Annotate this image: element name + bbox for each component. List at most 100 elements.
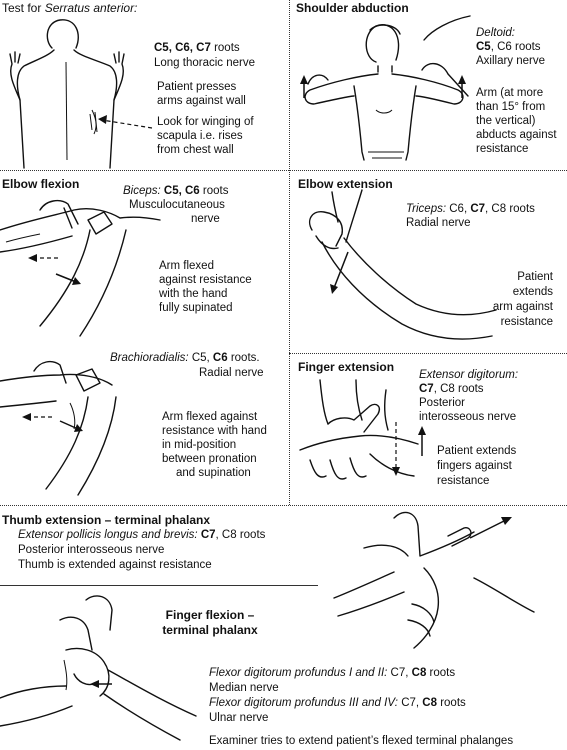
abduction-action-1: Arm (at more bbox=[476, 87, 544, 99]
fdp-median-line: Flexor digitorum profundus I and II: C7,… bbox=[209, 666, 455, 680]
biceps-dashed-arrow bbox=[28, 254, 58, 262]
abduction-action-5: resistance bbox=[476, 143, 529, 155]
serratus-back-figure bbox=[9, 19, 125, 169]
biceps-line-1: Biceps: C5, C6 roots bbox=[123, 184, 228, 198]
abduction-muscle-name: Deltoid: bbox=[476, 27, 515, 39]
triceps-arrow bbox=[330, 251, 349, 294]
divider-vertical-top bbox=[289, 0, 290, 505]
thumb-nerve: Posterior interosseous nerve bbox=[18, 544, 165, 556]
serratus-dashed-arrow bbox=[98, 115, 153, 129]
triceps-roots-a: C6, bbox=[446, 203, 471, 215]
biceps-action-4: fully supinated bbox=[159, 302, 233, 314]
biceps-action-2: against resistance bbox=[159, 274, 252, 286]
fdp-median-roots-bold: C8 bbox=[411, 667, 427, 679]
finger-flexion-title-2: terminal phalanx bbox=[162, 623, 258, 637]
extensor-digitorum-roots-rest: , C8 roots bbox=[433, 383, 484, 395]
brachioradialis-action-3: in mid-position bbox=[162, 439, 237, 451]
finger-extension-illustration bbox=[299, 379, 426, 480]
brachioradialis-roots-bold: C6 bbox=[212, 352, 228, 364]
abduction-illustration bbox=[300, 15, 471, 161]
brachioradialis-solid-arrow bbox=[59, 420, 83, 432]
biceps-roots-bold: C5, C6 bbox=[160, 185, 200, 197]
finger-extension-title: Finger extension bbox=[298, 360, 395, 374]
fdp-ulnar-nerve: Ulnar nerve bbox=[209, 712, 269, 724]
triceps-roots-b: , C8 roots bbox=[485, 203, 535, 215]
abduction-action-4: abducts against bbox=[476, 129, 557, 141]
serratus-roots-rest: roots bbox=[210, 42, 240, 54]
serratus-title-muscle: Serratus anterior: bbox=[44, 1, 138, 15]
brachioradialis-arm-figure bbox=[0, 360, 117, 496]
thumb-title: Thumb extension – terminal phalanx bbox=[2, 513, 211, 527]
finger-flexion-arrow bbox=[90, 680, 112, 688]
brachioradialis-roots-a: C5, bbox=[188, 352, 213, 364]
fdp-median-nerve: Median nerve bbox=[209, 682, 279, 694]
brachioradialis-nerve: Radial nerve bbox=[199, 367, 264, 379]
extensor-digitorum-name: Extensor digitorum: bbox=[419, 369, 519, 381]
brachioradialis-action-5: and supination bbox=[176, 467, 251, 479]
elbow-extension-title: Elbow extension bbox=[298, 177, 393, 191]
fdp-ulnar-roots-bold: C8 bbox=[422, 697, 437, 709]
brachioradialis-action-2: resistance with hand bbox=[162, 425, 267, 437]
thumb-action: Thumb is extended against resistance bbox=[18, 559, 212, 571]
fdp-ulnar-line: Flexor digitorum profundus III and IV: C… bbox=[209, 696, 466, 710]
abduction-muscle: Deltoid: bbox=[476, 26, 515, 40]
abduction-nerve: Axillary nerve bbox=[476, 55, 546, 67]
triceps-roots-bold: C7 bbox=[470, 203, 486, 215]
abduction-title: Shoulder abduction bbox=[296, 1, 409, 15]
biceps-illustration bbox=[0, 199, 161, 337]
abduction-arrows bbox=[300, 75, 466, 98]
serratus-illustration bbox=[9, 19, 153, 169]
finger-extension-arrows bbox=[392, 422, 426, 476]
serratus-title: Test for Serratus anterior: bbox=[2, 1, 137, 15]
thumb-roots-rest: , C8 roots bbox=[215, 529, 266, 541]
triceps-arm-figure bbox=[308, 189, 497, 340]
serratus-look-2: scapula i.e. rises bbox=[157, 130, 243, 142]
finger-extension-action-3: resistance bbox=[437, 475, 490, 487]
finger-flexion-illustration bbox=[0, 595, 197, 741]
abduction-patient-figure bbox=[304, 15, 471, 161]
brachioradialis-dashed-arrow bbox=[22, 413, 52, 421]
thumb-roots-bold: C7 bbox=[197, 529, 216, 541]
triceps-action-1: Patient bbox=[517, 271, 553, 283]
extensor-digitorum-roots-bold: C7 bbox=[419, 383, 434, 395]
biceps-action-3: with the hand bbox=[159, 288, 228, 300]
triceps-action-3: arm against bbox=[492, 301, 553, 313]
finger-extension-action-2: fingers against bbox=[437, 460, 512, 472]
biceps-muscle: Biceps: bbox=[123, 185, 161, 197]
brachioradialis-muscle: Brachioradialis: bbox=[110, 352, 189, 364]
elbow-flexion-title: Elbow flexion bbox=[2, 177, 80, 191]
extensor-digitorum-roots: C7, C8 roots bbox=[419, 382, 484, 396]
biceps-nerve-1: Musculocutaneous bbox=[129, 199, 225, 211]
abduction-roots-rest: , C6 roots bbox=[490, 41, 541, 53]
brachioradialis-action-4: between pronation bbox=[162, 453, 257, 465]
fdp-ulnar-roots-b: roots bbox=[437, 697, 466, 709]
thumb-illustration bbox=[333, 511, 535, 649]
finger-flexion-title-1: Finger flexion – bbox=[165, 608, 255, 622]
thumb-muscle-line: Extensor pollicis longus and brevis: C7,… bbox=[18, 528, 265, 542]
serratus-look-3: from chest wall bbox=[157, 144, 234, 156]
biceps-action-1: Arm flexed bbox=[159, 260, 214, 272]
serratus-action-2: arms against wall bbox=[157, 95, 246, 107]
serratus-nerve: Long thoracic nerve bbox=[154, 57, 256, 69]
biceps-solid-arrow bbox=[55, 273, 81, 285]
brachioradialis-action-1: Arm flexed against bbox=[162, 411, 258, 423]
serratus-action-1: Patient presses bbox=[157, 81, 237, 93]
fdp-median-muscle: Flexor digitorum profundus I and II: bbox=[209, 667, 388, 679]
triceps-action-4: resistance bbox=[500, 316, 553, 328]
serratus-roots-bold: C5, C6, C7 bbox=[154, 42, 211, 54]
extensor-digitorum-muscle: Extensor digitorum: bbox=[419, 368, 518, 382]
abduction-action-2: than 15° from bbox=[476, 101, 546, 113]
serratus-title-prefix: Test for bbox=[2, 1, 45, 15]
brachioradialis-roots-b: roots. bbox=[227, 352, 260, 364]
divider-row-3 bbox=[0, 505, 567, 506]
finger-flexion-footer: Examiner tries to extend patient’s flexe… bbox=[209, 735, 514, 747]
abduction-roots: C5, C6 roots bbox=[476, 40, 541, 54]
triceps-muscle: Triceps: bbox=[406, 203, 447, 215]
fdp-ulnar-muscle: Flexor digitorum profundus III and IV: bbox=[209, 697, 398, 709]
serratus-roots: C5, C6, C7 roots bbox=[154, 41, 240, 55]
biceps-arm-figure bbox=[0, 199, 161, 337]
thumb-hands-figure bbox=[333, 511, 535, 649]
fdp-ulnar-roots-a: C7, bbox=[398, 697, 423, 709]
fdp-median-roots-b: roots bbox=[426, 667, 456, 679]
divider-row-1 bbox=[0, 170, 567, 171]
